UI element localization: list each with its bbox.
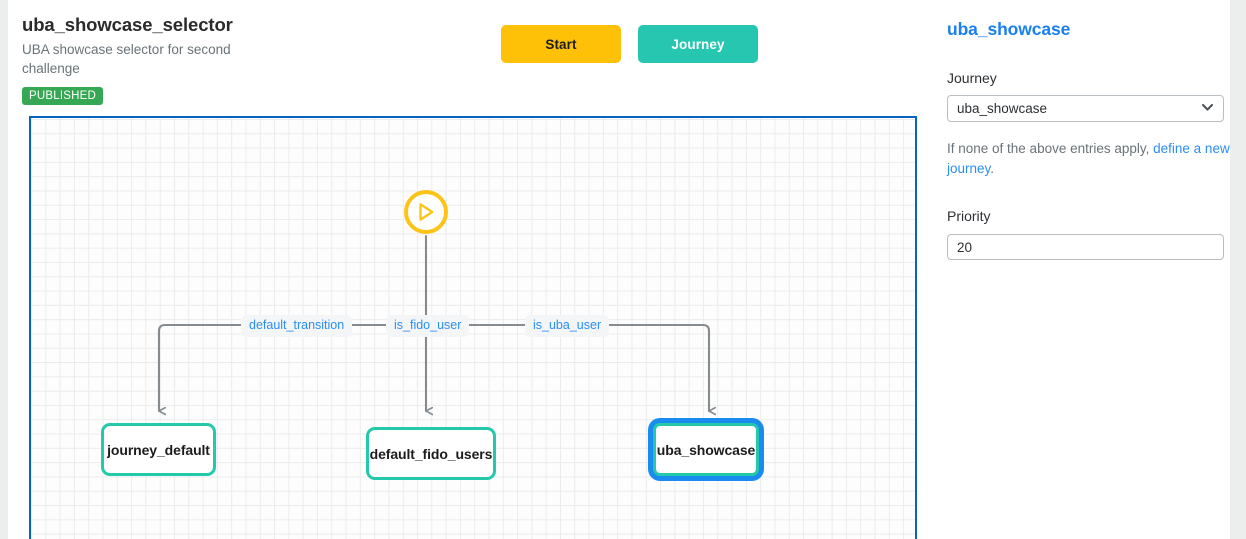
journey-helper-text: If none of the above entries apply, defi… xyxy=(947,139,1232,180)
node-uba-showcase[interactable]: uba_showcase xyxy=(653,423,759,476)
priority-field-label: Priority xyxy=(947,208,991,224)
main-column: uba_showcase_selector UBA showcase selec… xyxy=(8,0,920,539)
properties-panel: uba_showcase Journey uba_showcase If non… xyxy=(938,0,1230,539)
play-icon xyxy=(415,201,437,223)
edge-label-is-uba-user[interactable]: is_uba_user xyxy=(525,315,610,337)
helper-prefix: If none of the above entries apply, xyxy=(947,141,1154,156)
toolbar: Start Journey xyxy=(501,25,758,63)
edge-label-default-transition[interactable]: default_transition xyxy=(241,315,353,337)
start-node[interactable] xyxy=(404,190,448,234)
priority-input[interactable] xyxy=(947,234,1224,260)
status-badge: PUBLISHED xyxy=(22,86,103,106)
node-label: default_fido_users xyxy=(369,445,493,462)
flow-description: UBA showcase selector for second challen… xyxy=(22,42,231,77)
app-page: uba_showcase_selector UBA showcase selec… xyxy=(8,0,1230,539)
flow-canvas[interactable]: default_transition is_fido_user is_uba_u… xyxy=(29,116,917,539)
edge-layer xyxy=(157,234,915,539)
journey-field-label: Journey xyxy=(947,70,997,86)
node-journey-default[interactable]: journey_default xyxy=(101,423,216,476)
journey-select[interactable]: uba_showcase xyxy=(947,95,1224,122)
node-label: journey_default xyxy=(107,441,210,458)
node-default-fido-users[interactable]: default_fido_users xyxy=(366,427,496,480)
helper-suffix: . xyxy=(990,161,995,177)
panel-title: uba_showcase xyxy=(947,19,1071,39)
page-title: uba_showcase_selector xyxy=(22,14,233,35)
edge-label-is-fido-user[interactable]: is_fido_user xyxy=(386,315,470,337)
node-label: uba_showcase xyxy=(656,441,756,458)
journey-button[interactable]: Journey xyxy=(638,25,758,63)
define-new-journey-link[interactable]: define a new journey xyxy=(947,141,1230,177)
start-button[interactable]: Start xyxy=(501,25,621,63)
flow-header: uba_showcase_selector UBA showcase selec… xyxy=(22,14,322,106)
